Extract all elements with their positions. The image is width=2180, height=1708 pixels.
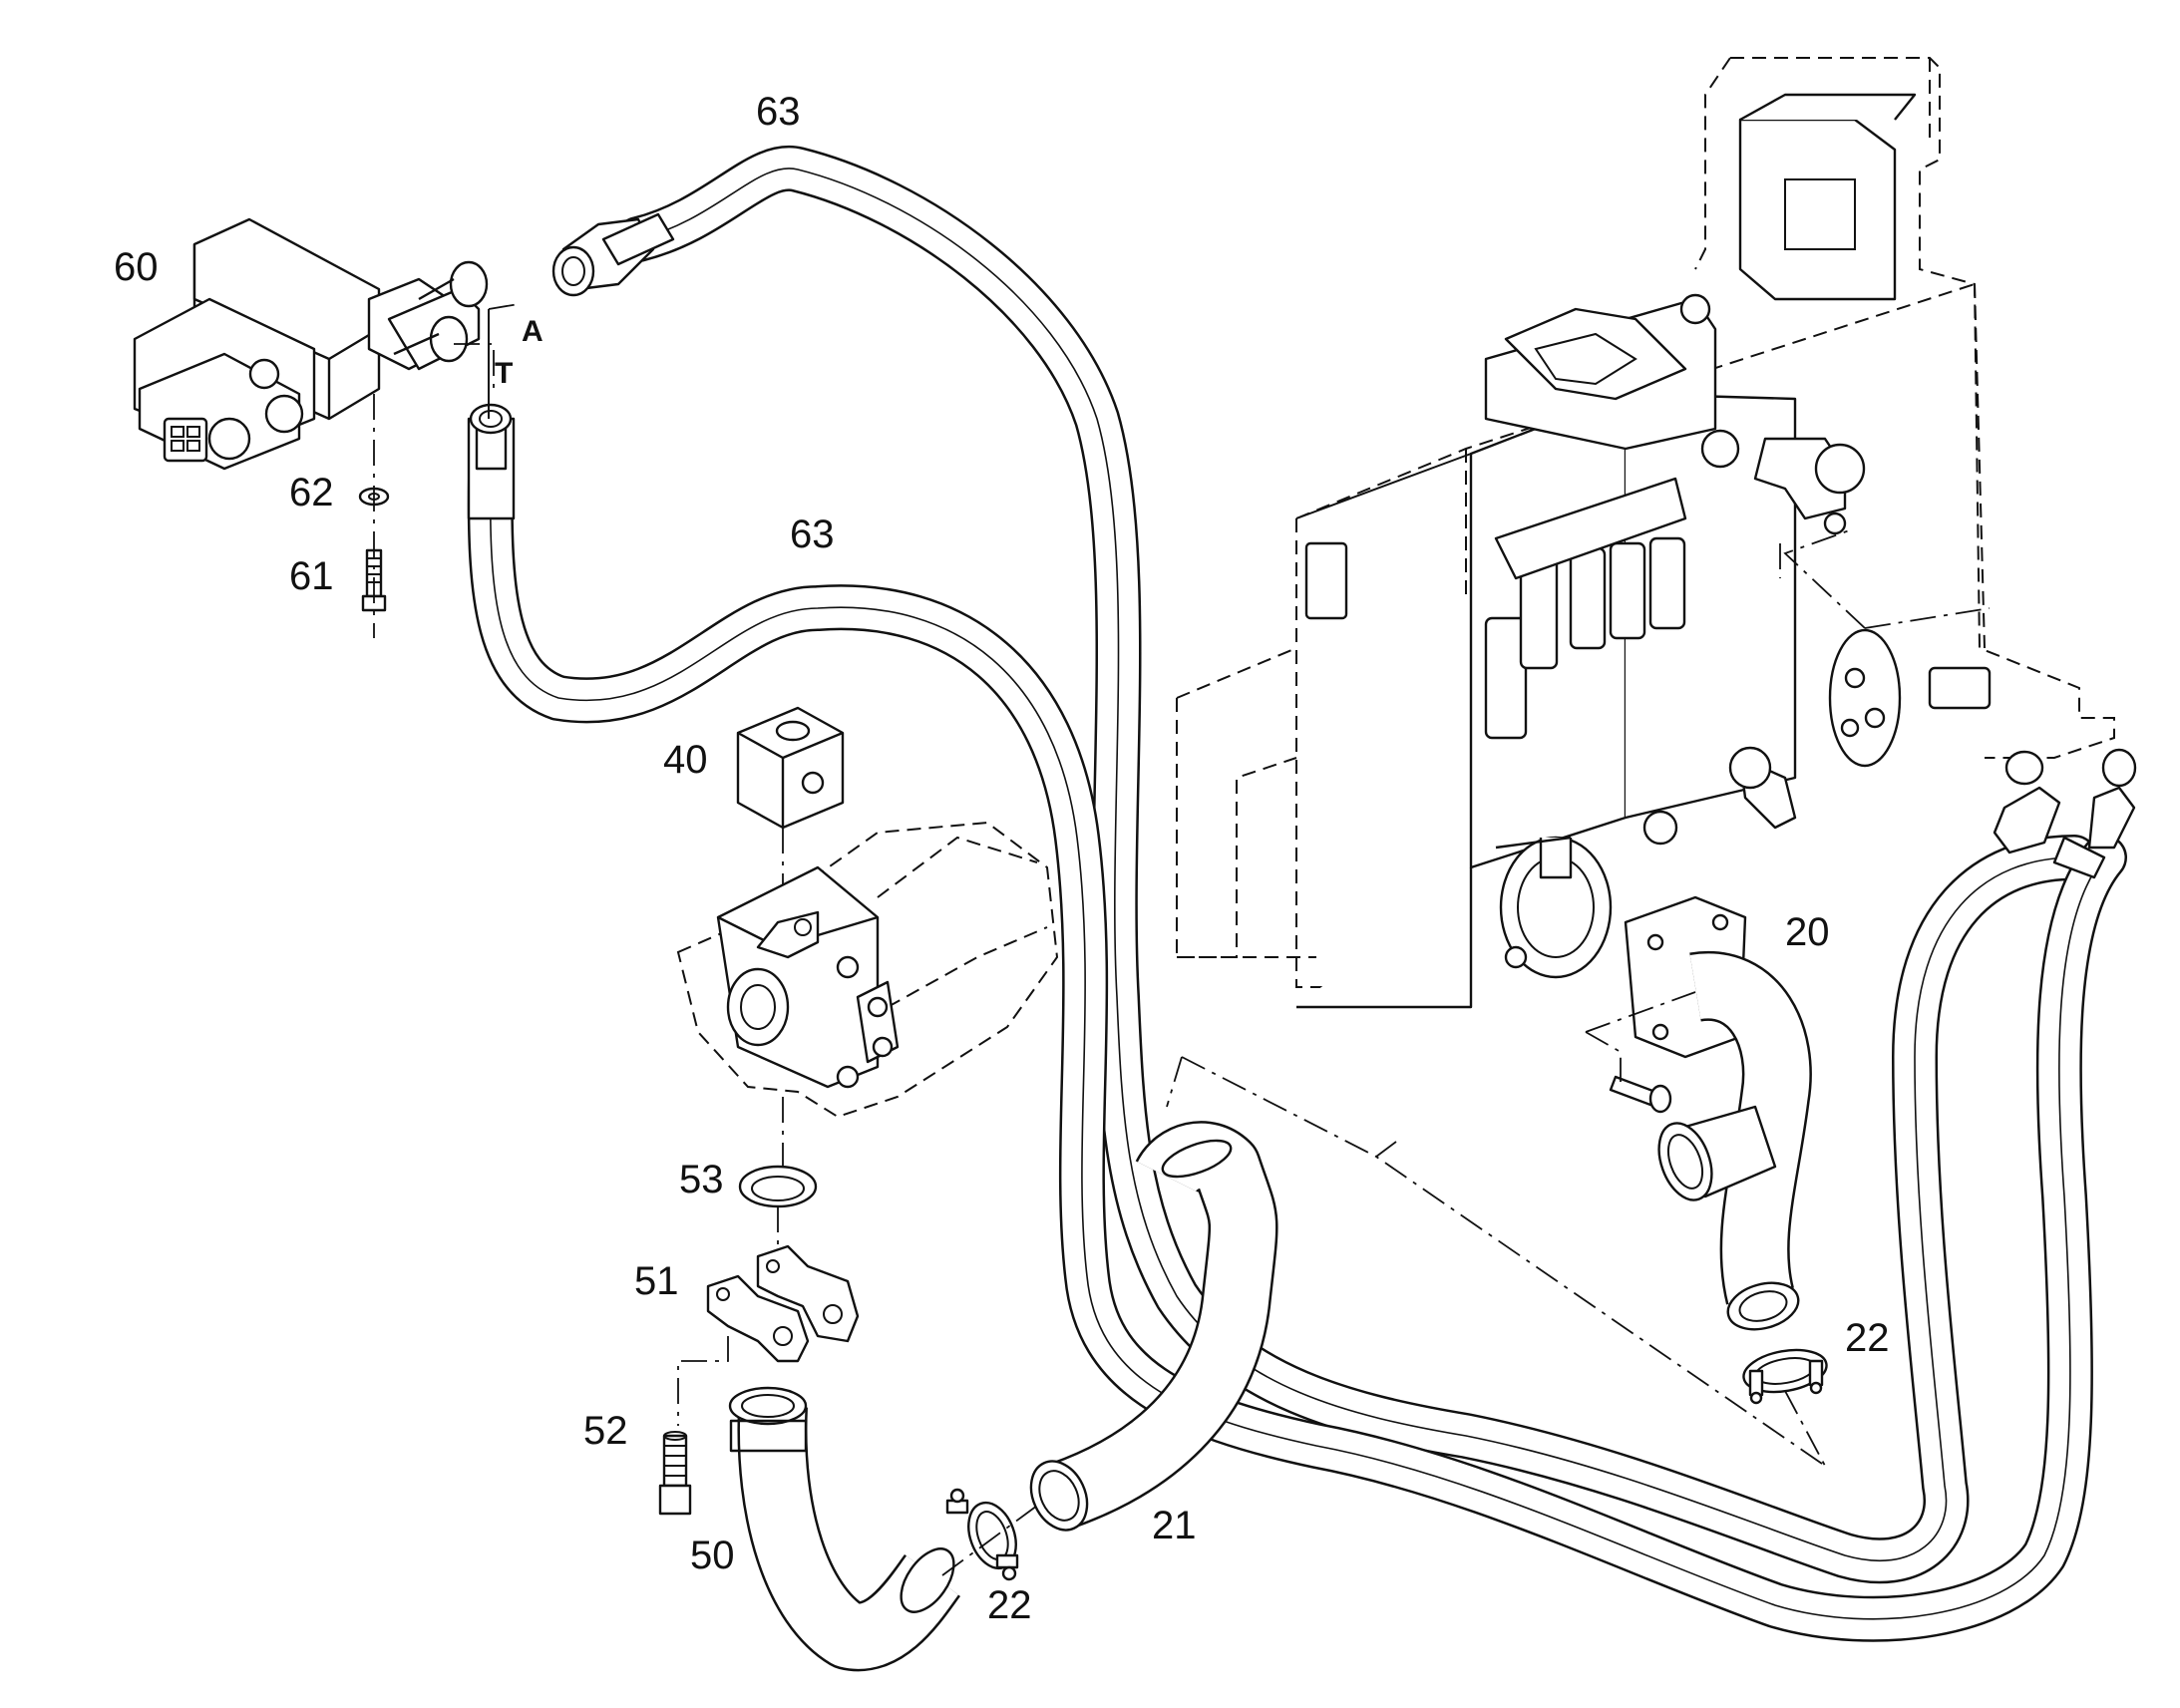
hose-clamp-22-left [945,1488,1019,1581]
hose-fittings [467,212,2137,879]
hose-clamp-22-right [1742,1348,1828,1405]
label-port-a: A [522,315,544,348]
label-part-40: 40 [663,738,708,782]
label-part-63-upper: 63 [756,90,801,134]
o-ring-53 [738,1165,818,1208]
label-part-20: 20 [1785,910,1830,954]
label-port-t: T [495,357,514,390]
label-part-62: 62 [289,471,334,514]
hose-63-lower [467,456,2127,1642]
label-part-51: 51 [634,1259,679,1303]
valve-bank [1484,477,1687,740]
split-flange-51 [706,1244,860,1363]
outlet-elbow-20 [1624,895,1812,1331]
mounting-bolt-20 [1609,1075,1672,1114]
hose-63-upper [615,145,2097,1584]
label-part-61: 61 [289,554,334,598]
directional-valve-60 [133,217,489,471]
bolt-52 [658,1431,692,1516]
hydraulic-pump [676,821,1059,1119]
suction-elbow-50 [728,1386,961,1672]
adapter-block-40 [736,706,845,830]
suction-hose-21 [1029,1121,1278,1532]
label-part-22-right: 22 [1845,1316,1890,1360]
tank-fittings [1700,429,1866,830]
label-part-22-left: 22 [987,1583,1032,1627]
label-part-60: 60 [114,245,159,289]
hydraulic-tank-assembly [1176,57,2115,1009]
label-part-21: 21 [1152,1504,1197,1547]
label-part-52: 52 [583,1409,628,1453]
return-port-block [1828,628,1992,768]
label-part-50: 50 [690,1534,735,1577]
suction-port-flange [1499,836,1613,979]
label-part-53: 53 [679,1158,724,1201]
label-part-63-lower: 63 [790,512,835,556]
